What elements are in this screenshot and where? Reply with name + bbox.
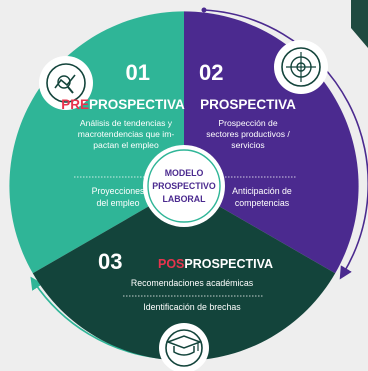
- section-03-title: POSPROSPECTIVA: [158, 257, 273, 271]
- section-01-sub-2: del empleo: [96, 198, 139, 208]
- center-line-2: PROSPECTIVO: [152, 181, 216, 191]
- section-01-desc-3: pactan el empleo: [93, 140, 159, 150]
- section-02-title: PROSPECTIVA: [200, 97, 296, 112]
- section-03-number: 03: [98, 249, 122, 274]
- chart-search-icon: [39, 56, 93, 110]
- section-01-title: PREPROSPECTIVA: [61, 97, 185, 112]
- section-03-line-2: Identificación de brechas: [143, 302, 241, 312]
- section-03-title-accent: POS: [158, 257, 184, 271]
- target-icon: [274, 40, 328, 94]
- center-line-3: LABORAL: [162, 194, 206, 204]
- section-03-title-rest: PROSPECTIVA: [184, 257, 273, 271]
- section-01-sub-1: Proyecciones: [92, 186, 145, 196]
- section-02-number: 02: [199, 60, 223, 85]
- section-01-desc-2: macrotendencias que im-: [78, 129, 175, 139]
- corner-decoration: [351, 0, 368, 48]
- section-02-sub-1: Anticipación de: [232, 186, 292, 196]
- center-badge: MODELO PROSPECTIVO LABORAL: [143, 145, 225, 227]
- outer-arc-right: [203, 9, 368, 280]
- section-02-desc-3: servicios: [231, 140, 264, 150]
- section-03-line-1: Recomendaciones académicas: [131, 278, 254, 288]
- section-01-title-accent: PRE: [61, 97, 89, 112]
- section-02-desc-1: Prospección de: [218, 118, 277, 128]
- section-02-sub-2: competencias: [235, 198, 290, 208]
- section-01-title-rest: PROSPECTIVA: [89, 97, 185, 112]
- section-01-number: 01: [126, 60, 150, 85]
- section-01-desc-1: Análisis de tendencias y: [80, 118, 173, 128]
- sector-03-posprospectiva[interactable]: [32, 186, 336, 361]
- graduation-cap-icon: [159, 323, 209, 371]
- arc-dot-top: [201, 7, 207, 13]
- section-02-desc-2: sectores productivos /: [206, 129, 290, 139]
- center-line-1: MODELO: [165, 168, 204, 178]
